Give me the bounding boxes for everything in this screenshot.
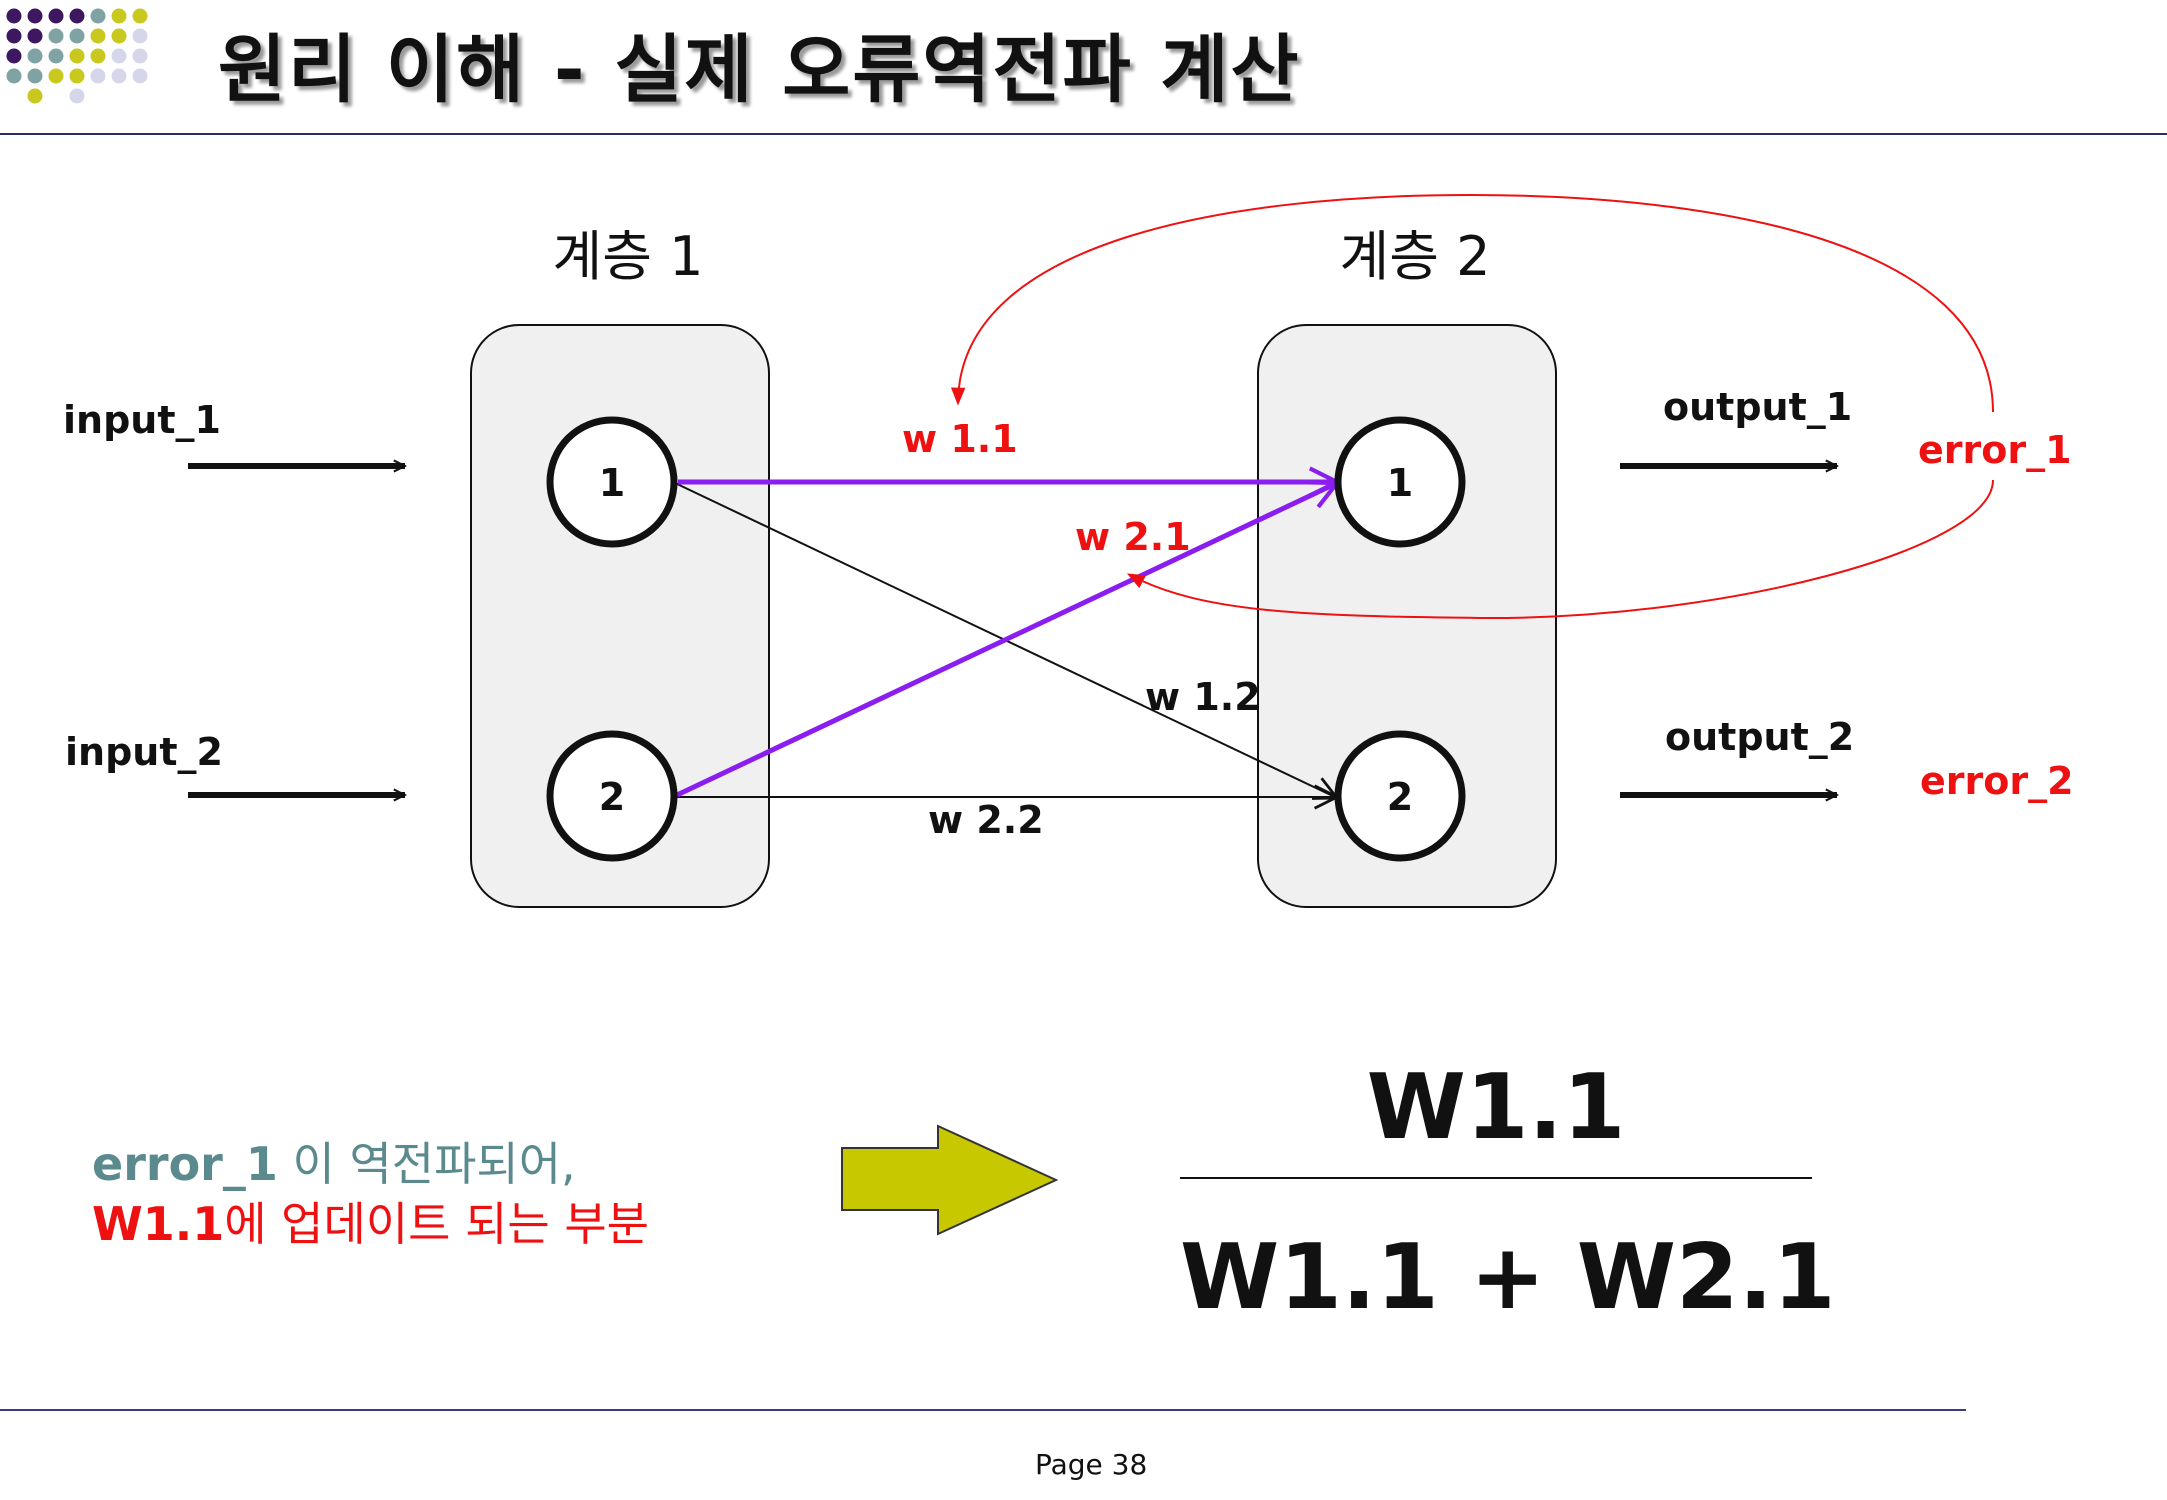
logo-dot <box>27 8 43 24</box>
layer1-node-2 <box>546 730 678 862</box>
caption-weight-term: W1.1 <box>92 1197 225 1251</box>
error-backprop-curve <box>951 193 1994 413</box>
logo-dot <box>69 68 85 84</box>
logo-dot <box>6 28 22 44</box>
logo-dot <box>132 28 148 44</box>
logo-dot <box>48 48 64 64</box>
error1-label: error_1 <box>1918 428 2072 472</box>
layer2-node-1 <box>1334 416 1466 548</box>
formula-numerator: W1.1 <box>1366 1055 1626 1160</box>
logo-dot <box>111 68 127 84</box>
logo-dot <box>6 48 22 64</box>
caption-line-1-rest: 이 역전파되어, <box>277 1137 576 1191</box>
layer2-label: 계층 2 <box>1340 225 1491 288</box>
logo-dot <box>27 48 43 64</box>
layer1-label: 계층 1 <box>553 225 704 288</box>
fraction-bar <box>1180 1177 1812 1179</box>
formula-denominator: W1.1 + W2.1 <box>1180 1225 1836 1330</box>
logo-dot <box>27 28 43 44</box>
caption-line-2: W1.1에 업데이트 되는 부분 <box>92 1188 649 1254</box>
output2-label: output_2 <box>1665 715 1854 759</box>
layer1-node-1 <box>546 416 678 548</box>
logo-dot <box>6 8 22 24</box>
logo-dot <box>69 48 85 64</box>
network-diagram: 계층 1 계층 2 input_1 input_2 output_1 outpu… <box>63 193 2074 908</box>
yellow-right-arrow <box>841 1124 1059 1236</box>
weight-w22-label: w 2.2 <box>928 798 1044 842</box>
logo-dot <box>48 28 64 44</box>
logo-dot <box>132 68 148 84</box>
layer2-node-1-label: 1 <box>1387 461 1413 505</box>
logo-dot <box>27 68 43 84</box>
layer1-node-2-label: 2 <box>599 775 625 819</box>
logo-dot <box>132 8 148 24</box>
output1-label: output_1 <box>1663 385 1852 429</box>
logo-dot <box>111 48 127 64</box>
logo-dot <box>69 28 85 44</box>
logo-dot <box>6 68 22 84</box>
logo-dot <box>90 8 106 24</box>
layer1-box <box>470 324 770 908</box>
title-divider <box>0 133 2167 135</box>
logo-dot <box>48 8 64 24</box>
logo-dot <box>48 68 64 84</box>
weight-w11-label: w 1.1 <box>902 417 1018 461</box>
logo-dot <box>111 28 127 44</box>
slide-title: 원리 이해 - 실제 오류역전파 계산 <box>218 27 1301 113</box>
logo-dot <box>132 48 148 64</box>
logo-dot <box>27 88 43 104</box>
input2-label: input_2 <box>65 730 223 774</box>
logo-dot <box>69 8 85 24</box>
logo-dot <box>90 28 106 44</box>
dot-grid-logo <box>6 8 148 104</box>
layer2-node-2 <box>1334 730 1466 862</box>
weight-w12-label: w 1.2 <box>1145 675 1261 719</box>
edge-w21 <box>675 483 1337 798</box>
input1-label: input_1 <box>63 398 221 442</box>
error-backprop-lower-curve <box>1126 479 1994 620</box>
weight-w21-label: w 2.1 <box>1075 515 1191 559</box>
page-number: Page 38 <box>1035 1448 1148 1481</box>
caption-line-1: error_1 이 역전파되어, <box>92 1128 576 1194</box>
caption-line-2-rest: 에 업데이트 되는 부분 <box>224 1197 649 1251</box>
error2-label: error_2 <box>1920 759 2074 803</box>
logo-dot <box>69 88 85 104</box>
logo-dot <box>90 68 106 84</box>
logo-dot <box>111 8 127 24</box>
layer1-node-1-label: 1 <box>599 461 625 505</box>
logo-dot <box>90 48 106 64</box>
caption-error-term: error_1 <box>92 1137 278 1191</box>
footer-divider <box>0 1409 1966 1411</box>
layer2-node-2-label: 2 <box>1387 775 1413 819</box>
